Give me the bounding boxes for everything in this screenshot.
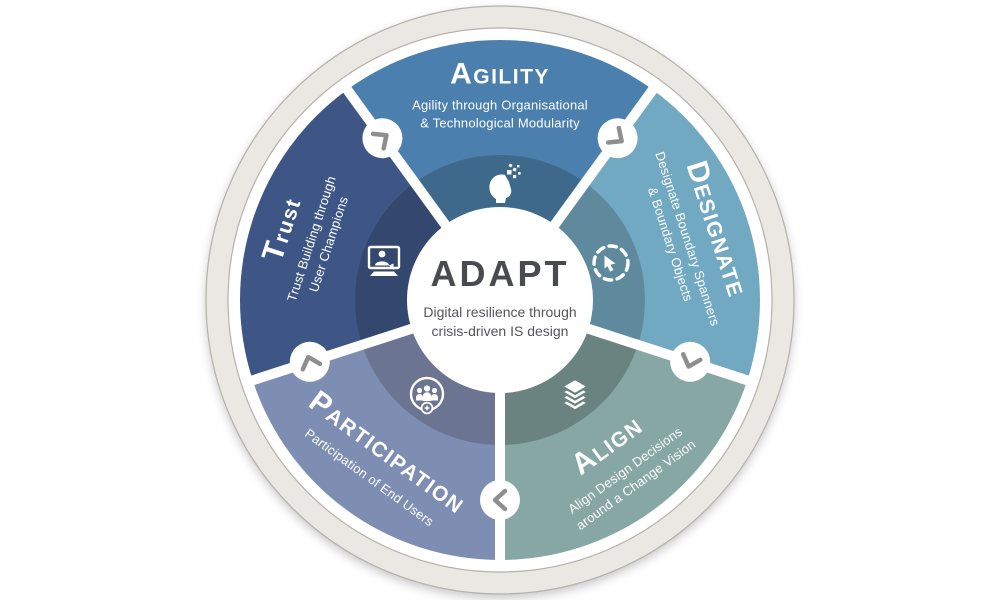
chevron-participation-trust [289,341,330,382]
mind-pixels-icon [489,163,521,203]
chevron-agility-designate [597,118,638,159]
chevron-circle [289,341,330,382]
chevron-up-left-icon [300,354,323,372]
divider-agility-designate [545,80,662,235]
chevron-circle [362,118,403,159]
chevron-trust-agility [362,118,403,159]
chevron-align-participation [480,480,520,520]
users-group-icon [409,376,445,415]
layers-icon [559,377,591,412]
segment-dividers [243,80,757,568]
divider-designate-align [579,321,757,388]
divider-trust-agility [338,80,455,235]
chevron-circle [670,341,711,382]
chevron-circle [480,480,520,520]
inner-ring-participation [362,328,500,445]
chevron-down-right-icon [606,125,624,145]
outer-ring-outline [205,5,795,595]
divider-participation-trust [243,321,421,388]
center-circle [407,207,593,393]
inner-ring-icons [367,163,630,415]
chevron-designate-align [670,341,711,382]
inner-ring-designate [554,182,645,345]
chevron-down-icon [680,352,703,369]
cursor-cycle-icon [592,244,630,282]
chevron-left-icon [492,488,508,512]
chevron-up-right-icon [370,131,389,151]
user-monitor-icon [367,245,401,276]
flow-chevrons [289,118,711,520]
chevron-circle [597,118,638,159]
